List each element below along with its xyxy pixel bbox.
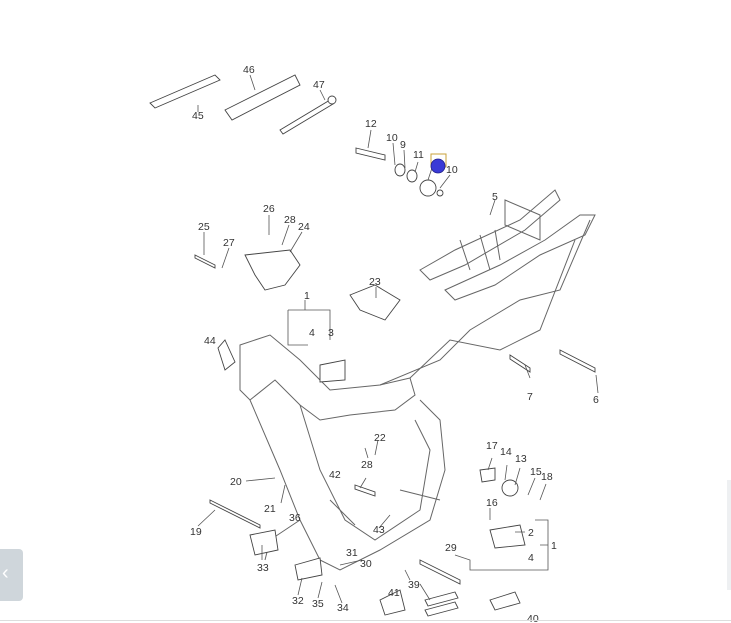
callout-9: 9 [400, 139, 406, 151]
callout-34: 34 [337, 602, 349, 614]
bottom-divider [0, 620, 731, 621]
callout-32: 32 [292, 595, 304, 607]
callout-40: 40 [527, 613, 539, 623]
callout-35: 35 [312, 598, 324, 610]
callout-7: 7 [527, 391, 533, 403]
callout-4-b: 4 [528, 552, 534, 564]
callout-16: 16 [486, 497, 498, 509]
callout-17: 17 [486, 440, 498, 452]
callout-14: 14 [500, 446, 512, 458]
callout-28-b: 28 [361, 459, 373, 471]
callout-31: 31 [346, 547, 358, 559]
parts-group [149, 74, 596, 617]
callout-47: 47 [313, 79, 325, 91]
callout-28-a: 28 [284, 214, 296, 226]
callout-29: 29 [445, 542, 457, 554]
callout-1-b: 1 [551, 540, 557, 552]
selected-part-marker[interactable] [430, 153, 447, 174]
callout-6: 6 [593, 394, 599, 406]
callout-30: 30 [360, 558, 372, 570]
callout-2: 2 [528, 527, 534, 539]
callout-3: 3 [328, 327, 334, 339]
callout-10-b: 10 [446, 164, 458, 176]
callout-42: 42 [329, 469, 341, 481]
callout-33: 33 [257, 562, 269, 574]
leader-lines [197, 74, 599, 604]
callout-19: 19 [190, 526, 202, 538]
callout-11: 11 [413, 149, 424, 161]
callout-18: 18 [541, 471, 553, 483]
chevron-left-icon: ‹ [2, 562, 9, 584]
callout-44: 44 [204, 335, 216, 347]
callout-26: 26 [263, 203, 275, 215]
callout-36: 36 [289, 512, 301, 524]
scroll-edge [727, 480, 731, 590]
callout-10-a: 10 [386, 132, 398, 144]
callout-45: 45 [192, 110, 204, 122]
frame-outline [239, 189, 596, 571]
callout-39: 39 [408, 579, 420, 591]
callout-5: 5 [492, 191, 498, 203]
callout-43: 43 [373, 524, 385, 536]
callout-22: 22 [374, 432, 386, 444]
callout-13: 13 [515, 453, 527, 465]
callout-15: 15 [530, 466, 542, 478]
callout-1: 1 [304, 290, 310, 302]
callout-12: 12 [365, 118, 377, 130]
callout-24: 24 [298, 221, 310, 233]
callout-4: 4 [309, 327, 315, 339]
callout-25: 25 [198, 221, 210, 233]
callout-27: 27 [223, 237, 235, 249]
back-button[interactable]: ‹ [0, 549, 23, 601]
callout-labels: 1 2 3 4 5 6 7 9 10 10 11 12 13 14 15 16 … [190, 64, 599, 623]
callout-21: 21 [264, 503, 276, 515]
callout-20: 20 [230, 476, 242, 488]
callout-46: 46 [243, 64, 255, 76]
callout-23: 23 [369, 276, 381, 288]
callout-41: 41 [388, 587, 400, 599]
